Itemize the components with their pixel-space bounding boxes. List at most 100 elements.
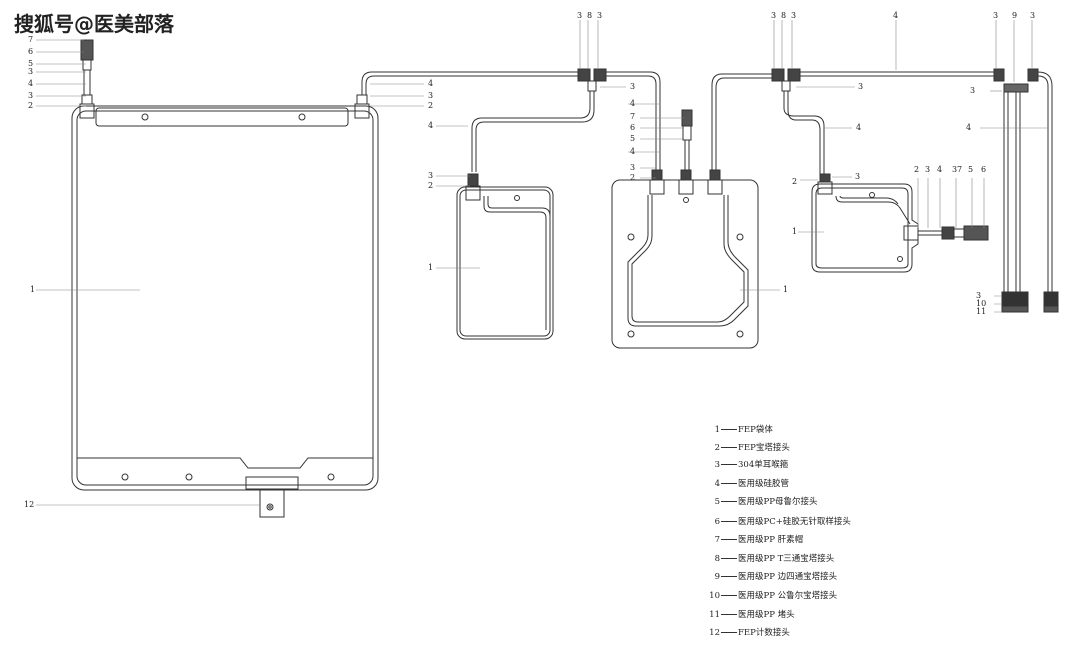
callout-number: 1: [783, 285, 789, 294]
callout-number: 6: [981, 165, 987, 174]
callout-number: 6: [28, 47, 34, 56]
callout-number: 4: [28, 79, 34, 88]
manifold: [993, 68, 1059, 313]
bag-4: [811, 173, 989, 273]
callout-number: 3: [925, 165, 931, 174]
callout-number: 3: [855, 172, 861, 181]
callout-number: 7: [957, 165, 963, 174]
callout-number: 3: [858, 82, 864, 91]
callout-number: 11: [976, 307, 987, 316]
callout-number: 3: [630, 163, 636, 172]
callout-number: 2: [914, 165, 920, 174]
callout-number: 4: [966, 123, 972, 132]
legend-number: 6: [714, 517, 720, 527]
callout-number: 4: [856, 123, 862, 132]
legend-text: FEP袋体: [738, 425, 773, 435]
callout-number: 10: [976, 299, 987, 308]
legend-dash: [721, 595, 737, 596]
callout-number: 9: [1012, 11, 1018, 20]
legend-dash: [721, 429, 737, 430]
bag-2: [456, 173, 554, 340]
callout-number: 8: [587, 11, 593, 20]
legend-item: 6 医用级PC+硅胶无针取样接头: [708, 516, 851, 528]
callout-number: 3: [630, 82, 636, 91]
callout-number: 3: [28, 91, 34, 100]
legend-number: 7: [714, 535, 720, 545]
callout-number: 2: [428, 181, 434, 190]
callout-number: 3: [993, 11, 999, 20]
callout-number: 5: [28, 59, 34, 68]
callout-number: 12: [24, 500, 35, 509]
callout-number: 7: [630, 112, 636, 121]
legend-text: 304单耳喉箍: [738, 460, 789, 470]
callout-number: 2: [28, 101, 34, 110]
callout-number: 3: [952, 165, 958, 174]
callout-number: 1: [30, 285, 36, 294]
legend-item: 11 医用级PP 堵头: [708, 609, 795, 621]
callout-number: 4: [630, 147, 636, 156]
legend-number: 12: [709, 628, 720, 638]
legend-number: 11: [709, 610, 720, 620]
callout-number: 3: [970, 86, 976, 95]
legend-text: FEP计数接头: [738, 628, 790, 638]
callout-number: 1: [428, 263, 434, 272]
callout-number: 2: [428, 101, 434, 110]
callout-number: 1: [792, 227, 798, 236]
legend-number: 5: [714, 497, 720, 507]
callout-number: 3: [1030, 11, 1036, 20]
legend-text: 医用级PP 肝素帽: [738, 535, 804, 545]
callout-number: 3: [791, 11, 797, 20]
legend-item: 12 FEP计数接头: [708, 627, 790, 639]
legend-number: 10: [709, 591, 720, 601]
callout-number: 3: [428, 91, 434, 100]
legend-dash: [721, 539, 737, 540]
legend-item: 5 医用级PP母鲁尔接头: [708, 496, 818, 508]
legend-number: 2: [714, 443, 720, 453]
bag-3: [611, 73, 772, 349]
callout-number: 4: [428, 79, 434, 88]
legend-dash: [721, 501, 737, 502]
legend-item: 8 医用级PP T三通宝塔接头: [708, 553, 835, 565]
legend-number: 1: [714, 425, 720, 435]
callout-number: 7: [28, 35, 34, 44]
callout-number: 3: [577, 11, 583, 20]
legend-dash: [721, 521, 737, 522]
legend-text: 医用级PP 堵头: [738, 610, 795, 620]
legend-text: 医用级硅胶管: [738, 479, 790, 489]
legend-item: 3 304单耳喉箍: [708, 459, 789, 471]
callout-number: 3: [28, 67, 34, 76]
legend-text: 医用级PP 公鲁尔宝塔接头: [738, 591, 838, 601]
legend-item: 1 FEP袋体: [708, 424, 773, 436]
callout-number: 3: [976, 291, 982, 300]
callout-number: 5: [968, 165, 974, 174]
legend-text: 医用级PP T三通宝塔接头: [738, 554, 835, 564]
callout-number: 3: [597, 11, 603, 20]
legend-text: FEP宝塔接头: [738, 443, 790, 453]
legend-dash: [721, 614, 737, 615]
legend-item: 9 医用级PP 边四通宝塔接头: [708, 571, 838, 583]
callout-number: 4: [893, 11, 899, 20]
legend-text: 医用级PP母鲁尔接头: [738, 497, 818, 507]
legend-item: 2 FEP宝塔接头: [708, 442, 790, 454]
legend-dash: [721, 483, 737, 484]
callout-number: 2: [630, 173, 636, 182]
legend-dash: [721, 558, 737, 559]
callout-number: 5: [630, 134, 636, 143]
legend-dash: [721, 632, 737, 633]
callout-number: 4: [937, 165, 943, 174]
legend-number: 8: [714, 554, 720, 564]
legend-item: 7 医用级PP 肝素帽: [708, 534, 804, 546]
legend-number: 9: [714, 572, 720, 582]
callout-number: 4: [428, 121, 434, 130]
legend-text: 医用级PP 边四通宝塔接头: [738, 572, 838, 582]
legend-item: 10 医用级PP 公鲁尔宝塔接头: [708, 590, 837, 602]
callout-number: 3: [771, 11, 777, 20]
watermark: 搜狐号@医美部落: [14, 12, 174, 36]
legend-text: 医用级PC+硅胶无针取样接头: [738, 517, 851, 527]
legend-dash: [721, 576, 737, 577]
legend-number: 3: [714, 460, 720, 470]
legend-dash: [721, 464, 737, 465]
